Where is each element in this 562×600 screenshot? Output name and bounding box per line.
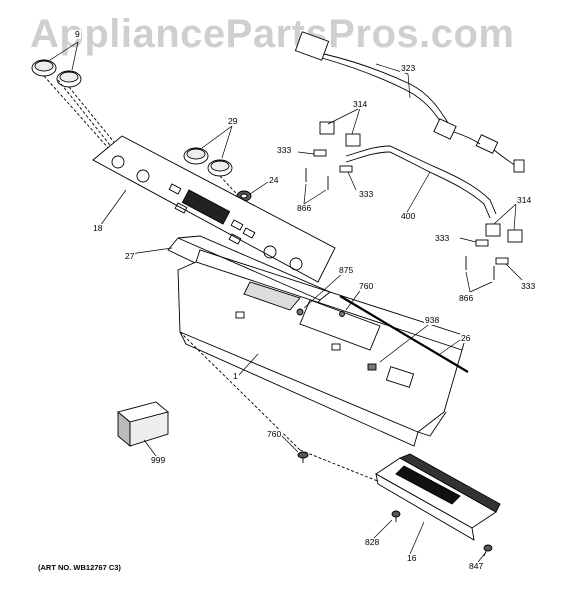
screw-875 — [296, 308, 304, 316]
fittings-333 — [313, 149, 509, 265]
callout-29: 29 — [227, 116, 239, 126]
valve-pair-upper — [319, 121, 361, 147]
callout-9: 9 — [74, 29, 81, 39]
control-module — [375, 453, 501, 541]
art-number: (ART NO. WB12767 C3) — [38, 563, 121, 572]
control-panel-overlay — [92, 135, 336, 283]
knob-pair-center — [183, 147, 233, 177]
callout-866-upper: 866 — [296, 203, 313, 213]
callout-875: 875 — [338, 265, 355, 275]
screw-760-lower — [297, 451, 309, 463]
callout-18: 18 — [92, 223, 104, 233]
watermark-text: AppliancePartsPros.com — [30, 12, 515, 56]
knob-pair-upper-left — [31, 59, 82, 88]
callout-26: 26 — [460, 333, 472, 343]
callout-16: 16 — [406, 553, 418, 563]
callout-323: 323 — [400, 63, 417, 73]
callout-333-d: 333 — [520, 281, 537, 291]
callout-760-lower: 760 — [266, 429, 283, 439]
callout-24: 24 — [268, 175, 280, 185]
callout-314-lower: 314 — [516, 195, 533, 205]
callout-760-upper: 760 — [358, 281, 375, 291]
callout-828: 828 — [364, 537, 381, 547]
callout-314-upper: 314 — [352, 99, 369, 109]
screw-760-upper — [339, 311, 345, 317]
screw-847 — [483, 544, 493, 557]
callout-333-b: 333 — [358, 189, 375, 199]
screw-828 — [391, 510, 401, 522]
callout-27: 27 — [124, 251, 136, 261]
callout-333-c: 333 — [434, 233, 451, 243]
valve-pair-lower — [485, 223, 523, 243]
backsplash-frame — [177, 249, 467, 447]
callout-333-a: 333 — [276, 145, 293, 155]
wire-harness — [294, 31, 525, 173]
gas-tube — [345, 145, 497, 219]
callout-866-lower: 866 — [458, 293, 475, 303]
callout-938: 938 — [424, 315, 441, 325]
clip-938 — [367, 363, 377, 371]
callout-847: 847 — [468, 561, 485, 571]
callout-1: 1 — [232, 371, 239, 381]
screws-866 — [305, 168, 495, 280]
callout-400: 400 — [400, 211, 417, 221]
rod — [339, 295, 469, 373]
callout-999: 999 — [150, 455, 167, 465]
parts-box — [117, 401, 169, 447]
